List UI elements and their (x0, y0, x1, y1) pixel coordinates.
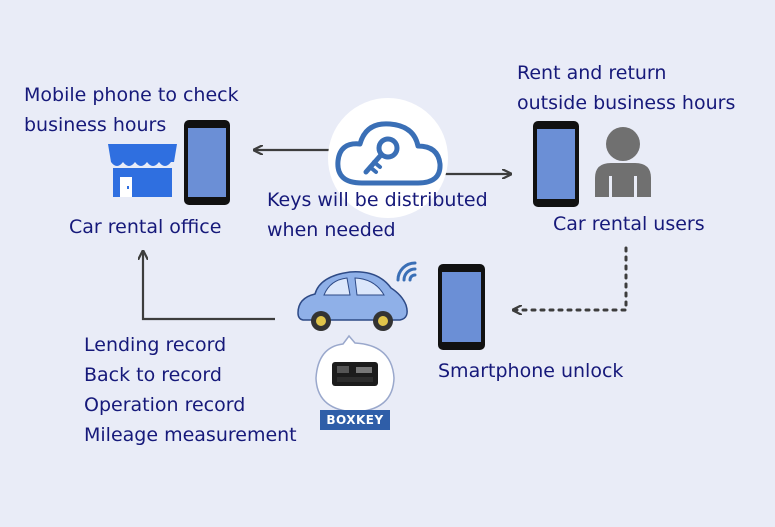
boxkey-device-icon (315, 334, 395, 430)
user-note-line-1: Rent and return (517, 62, 667, 84)
user-note: Rent and return outside business hours (517, 58, 735, 118)
records-list: Lending record Back to record Operation … (84, 330, 297, 450)
unlock-smartphone-icon (438, 264, 485, 350)
office-note-line-2: business hours (24, 114, 167, 136)
user-label: Car rental users (553, 213, 705, 235)
person-icon (595, 127, 651, 197)
office-note-line-1: Mobile phone to check (24, 84, 239, 106)
unlock-label: Smartphone unlock (438, 360, 624, 382)
smartphone-icon (184, 120, 230, 205)
record-item-back: Back to record (84, 364, 222, 386)
boxkey-brand-label: BOXKEY (326, 413, 384, 427)
center-caption-line-2: when needed (267, 219, 396, 241)
center-caption-line-1: Keys will be distributed (267, 189, 488, 211)
center-caption: Keys will be distributed when needed (267, 185, 488, 245)
car-icon (297, 271, 408, 331)
record-item-operation: Operation record (84, 394, 246, 416)
cloud-key-icon (328, 98, 448, 218)
record-item-lending: Lending record (84, 334, 227, 356)
user-note-line-2: outside business hours (517, 92, 736, 114)
wifi-icon (396, 261, 417, 282)
office-note: Mobile phone to check business hours (24, 80, 239, 140)
dotted-arrow (514, 246, 628, 310)
return-arrow (143, 252, 275, 321)
record-item-mileage: Mileage measurement (84, 424, 297, 446)
office-label: Car rental office (69, 216, 222, 238)
user-smartphone-icon (533, 121, 579, 207)
storefront-icon (108, 144, 177, 197)
